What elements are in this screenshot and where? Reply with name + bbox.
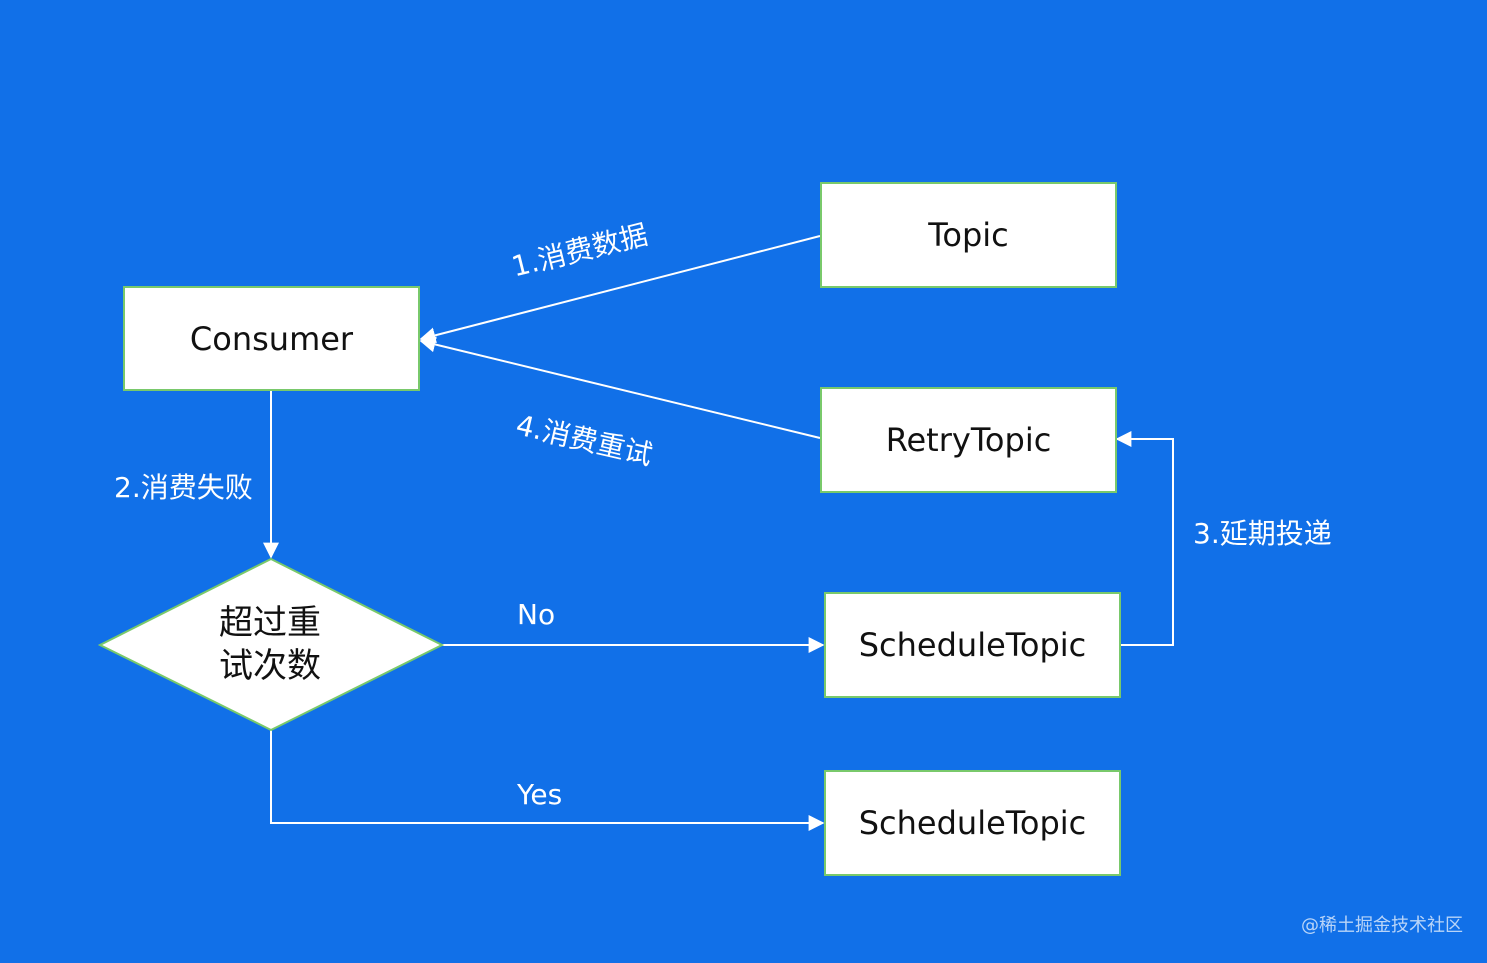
edge-label-no: No xyxy=(517,598,556,631)
edge-scheduletopic-to-retrytopic xyxy=(1115,431,1174,646)
edge-decision-yes-to-scheduletopic xyxy=(270,730,825,831)
decision-diamond xyxy=(97,557,445,732)
scheduletopic-yes-node: ScheduleTopic xyxy=(824,770,1121,876)
decision-label: 超过重 试次数 xyxy=(170,600,370,690)
retrytopic-label: RetryTopic xyxy=(885,421,1052,459)
edge-label-yes: Yes xyxy=(517,778,563,811)
decision-label-line2: 试次数 xyxy=(219,646,321,686)
scheduletopic-no-label: ScheduleTopic xyxy=(858,626,1087,664)
scheduletopic-no-node: ScheduleTopic xyxy=(824,592,1121,698)
edge-topic-to-consumer xyxy=(419,235,821,344)
edge-retrytopic-to-consumer xyxy=(419,336,821,439)
scheduletopic-yes-label: ScheduleTopic xyxy=(858,804,1087,842)
topic-label: Topic xyxy=(928,216,1009,254)
topic-node: Topic xyxy=(820,182,1117,288)
retrytopic-node: RetryTopic xyxy=(820,387,1117,493)
watermark-text: @稀土掘金技术社区 xyxy=(1301,915,1463,936)
edge-label-consume-fail: 2.消费失败 xyxy=(114,471,253,504)
consumer-node: Consumer xyxy=(123,286,420,391)
edge-label-delay-delivery: 3.延期投递 xyxy=(1193,517,1332,550)
consumer-label: Consumer xyxy=(189,319,354,358)
decision-label-line1: 超过重 xyxy=(219,603,321,643)
